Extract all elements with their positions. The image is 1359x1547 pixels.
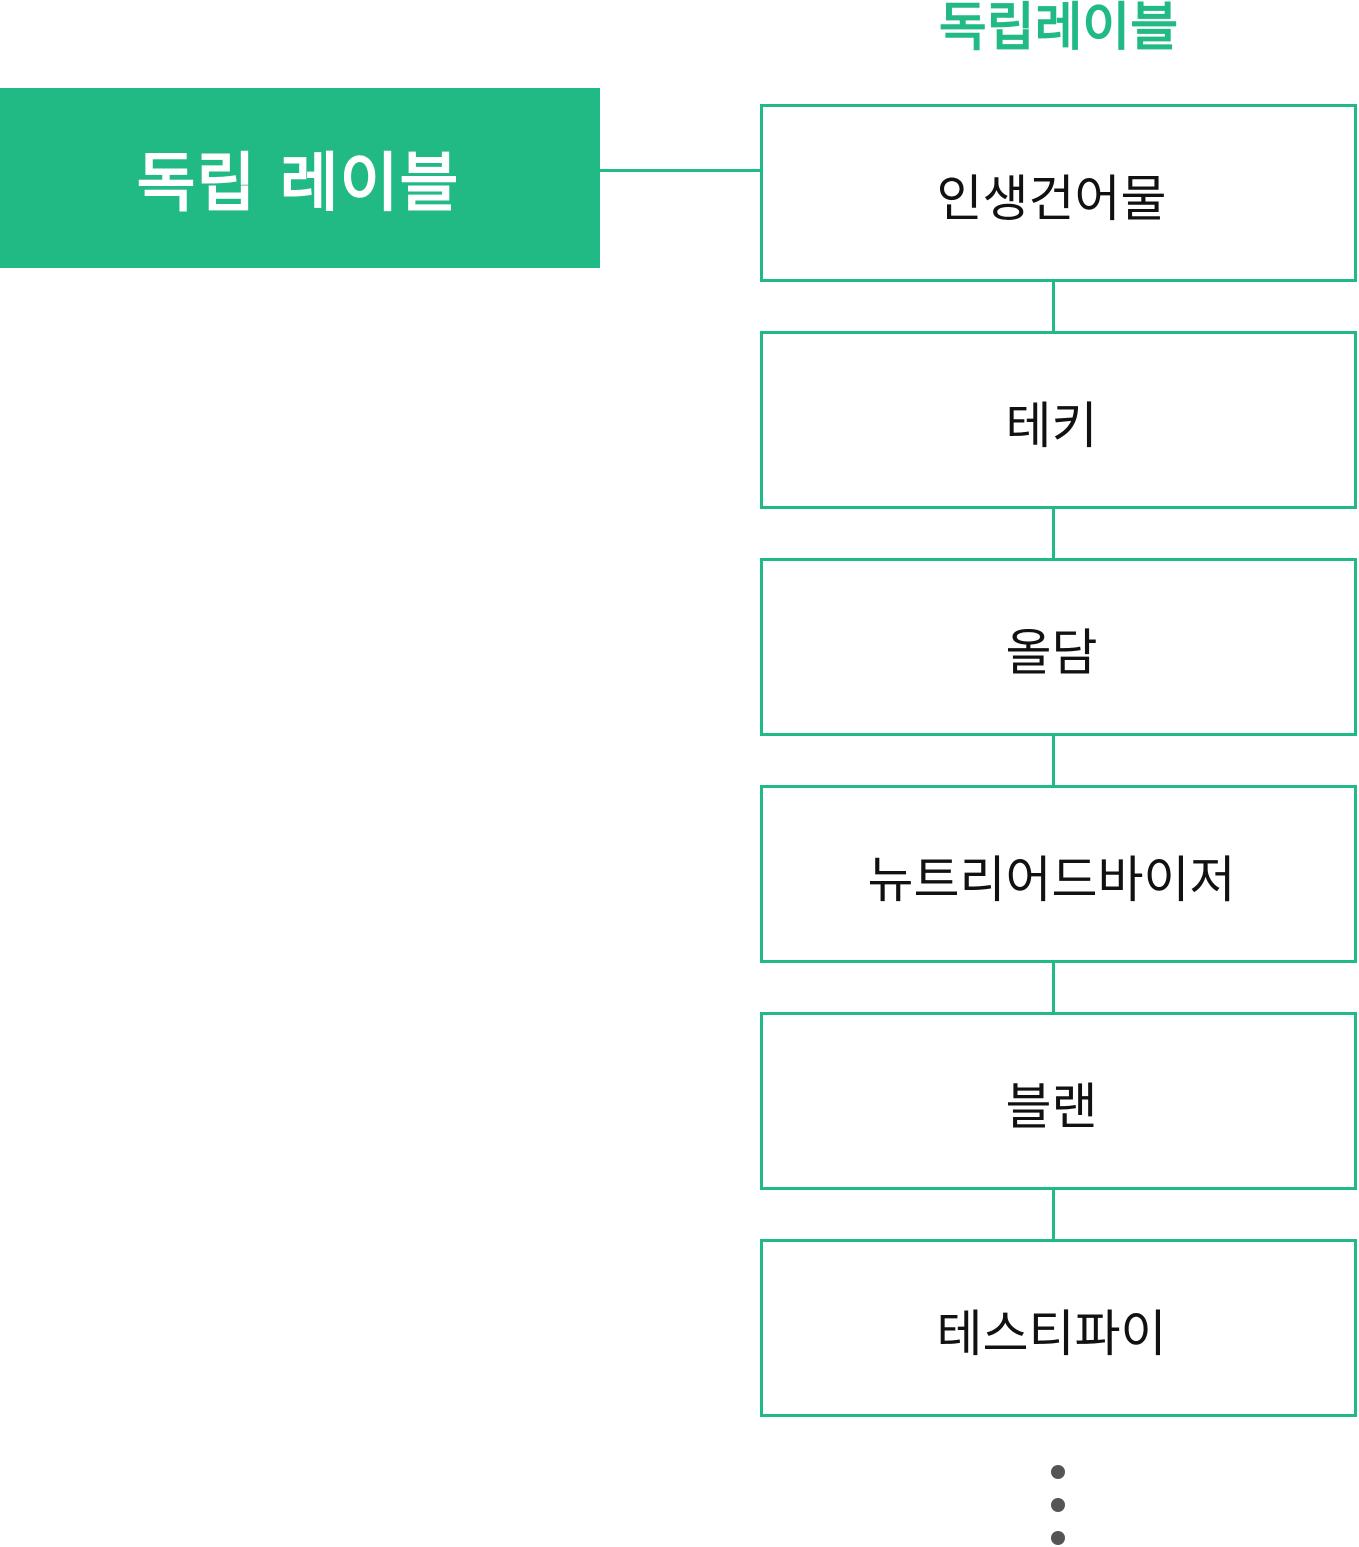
vertical-connector-line — [1052, 963, 1055, 1012]
vertical-connector-line — [1052, 736, 1055, 785]
label-node-text: 인생건어물 — [936, 170, 1167, 228]
root-node: 독립 레이블 — [0, 88, 600, 268]
label-node-text: 올담 — [1005, 624, 1098, 682]
label-node-text: 테키 — [1005, 397, 1098, 455]
continuation-dot — [1051, 1498, 1065, 1512]
label-node-2: 테키 — [760, 331, 1357, 509]
vertical-connector-line — [1052, 509, 1055, 558]
label-node-text: 뉴트리어드바이저 — [867, 851, 1236, 909]
column-header: 독립레이블 — [938, 0, 1179, 58]
label-node-1: 인생건어물 — [760, 104, 1357, 282]
root-connector-line — [600, 169, 760, 172]
continuation-dot — [1051, 1465, 1065, 1479]
label-node-3: 올담 — [760, 558, 1357, 736]
label-node-4: 뉴트리어드바이저 — [760, 785, 1357, 963]
label-node-6: 테스티파이 — [760, 1239, 1357, 1417]
root-node-label: 독립 레이블 — [136, 147, 460, 221]
label-node-5: 블랜 — [760, 1012, 1357, 1190]
continuation-dot — [1051, 1531, 1065, 1545]
label-node-text: 테스티파이 — [936, 1305, 1167, 1363]
vertical-connector-line — [1052, 282, 1055, 331]
vertical-connector-line — [1052, 1190, 1055, 1239]
label-node-text: 블랜 — [1005, 1078, 1098, 1136]
